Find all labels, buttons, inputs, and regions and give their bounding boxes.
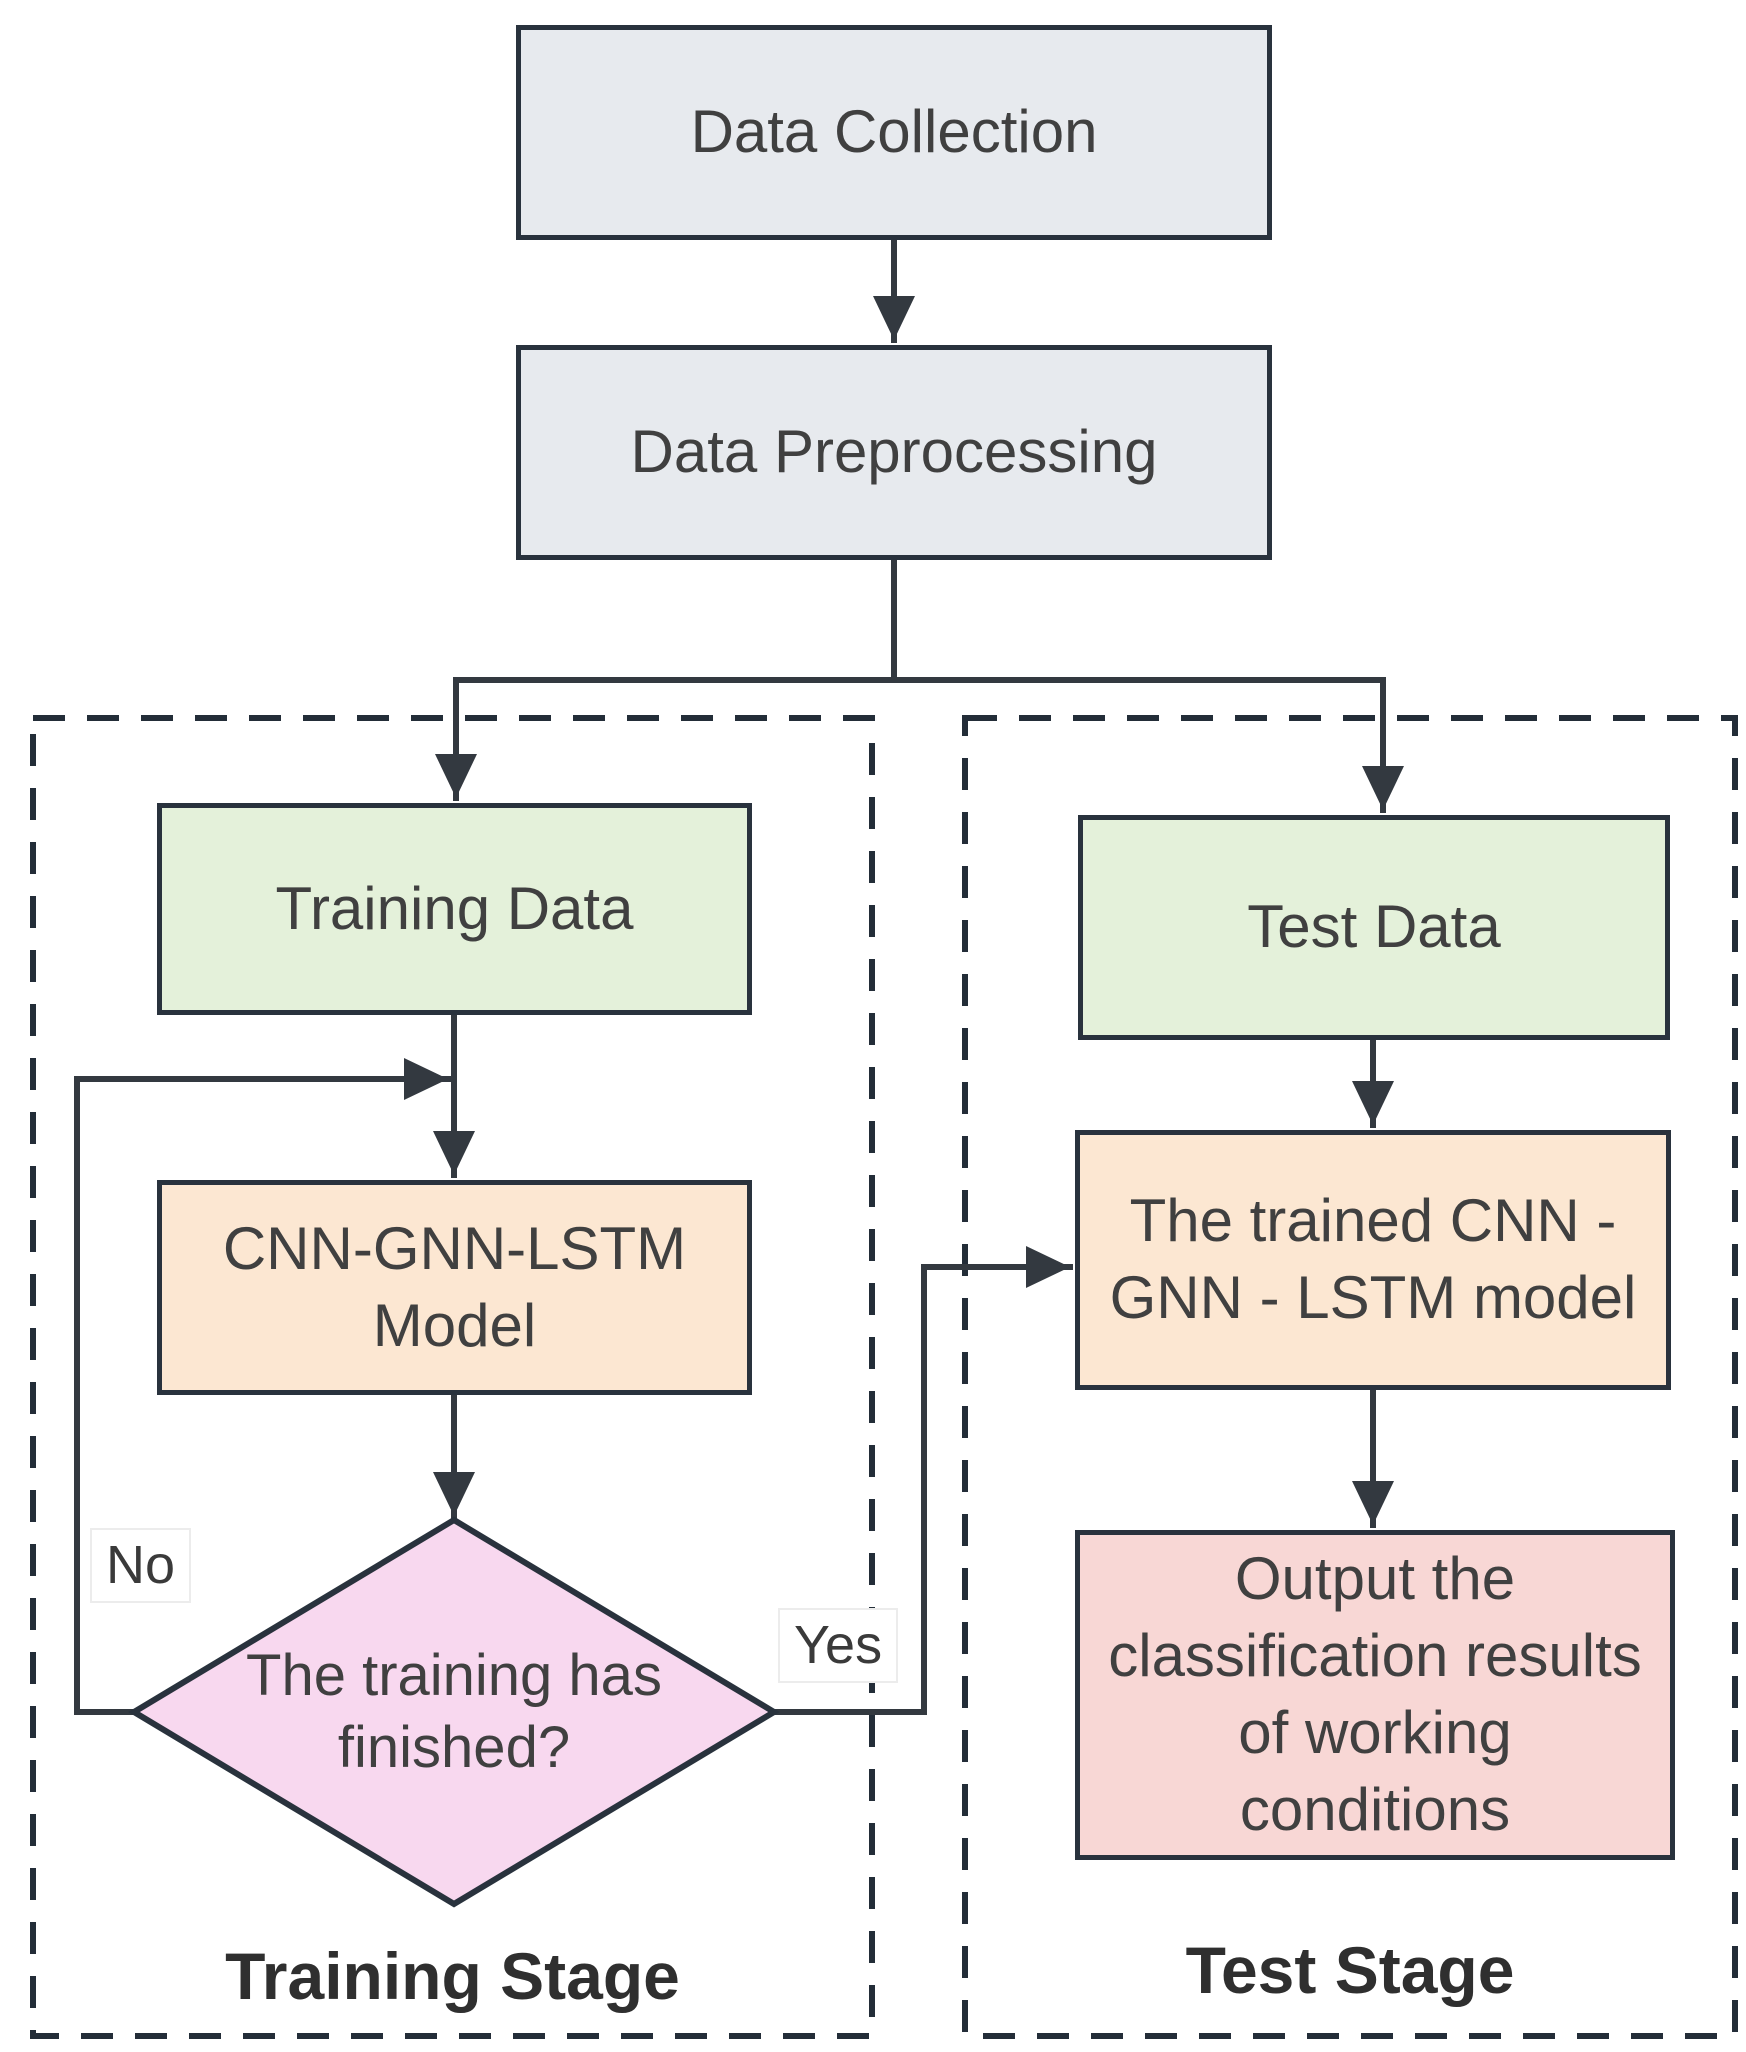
decision-label: The training has finished? <box>246 1642 662 1781</box>
test-data-box: Test Data <box>1078 815 1670 1040</box>
training-stage-caption: Training Stage <box>225 1939 680 2013</box>
data-collection-box: Data Collection <box>516 25 1272 240</box>
test-stage-container <box>962 715 1738 2039</box>
no-loop-connector <box>74 1058 451 1715</box>
no-edge-label: No <box>90 1528 192 1604</box>
trained-model-label: The trained CNN - GNN - LSTM model <box>1109 1187 1637 1331</box>
output-box: Output the classification results of wor… <box>1075 1530 1675 1860</box>
test-data-label: Test Data <box>1247 893 1501 961</box>
cnn-gnn-lstm-model-label: CNN-GNN-LSTM Model <box>222 1214 687 1359</box>
training-data-box: Training Data <box>157 803 752 1015</box>
test-stage-caption: Test Stage <box>1185 1933 1515 2007</box>
data-collection-label: Data Collection <box>690 98 1098 166</box>
data-preprocessing-label: Data Preprocessing <box>630 418 1158 486</box>
trained-model-box: The trained CNN - GNN - LSTM model <box>1075 1130 1671 1390</box>
training-data-label: Training Data <box>275 874 634 942</box>
data-preprocessing-box: Data Preprocessing <box>516 345 1272 560</box>
output-label: Output the classification results of wor… <box>1108 1545 1642 1843</box>
decision-diamond <box>128 1516 780 1908</box>
cnn-gnn-lstm-model-box: CNN-GNN-LSTM Model <box>157 1180 752 1395</box>
yes-edge-label: Yes <box>778 1608 899 1684</box>
yes-connector-to-trained-model <box>769 1246 1073 1715</box>
